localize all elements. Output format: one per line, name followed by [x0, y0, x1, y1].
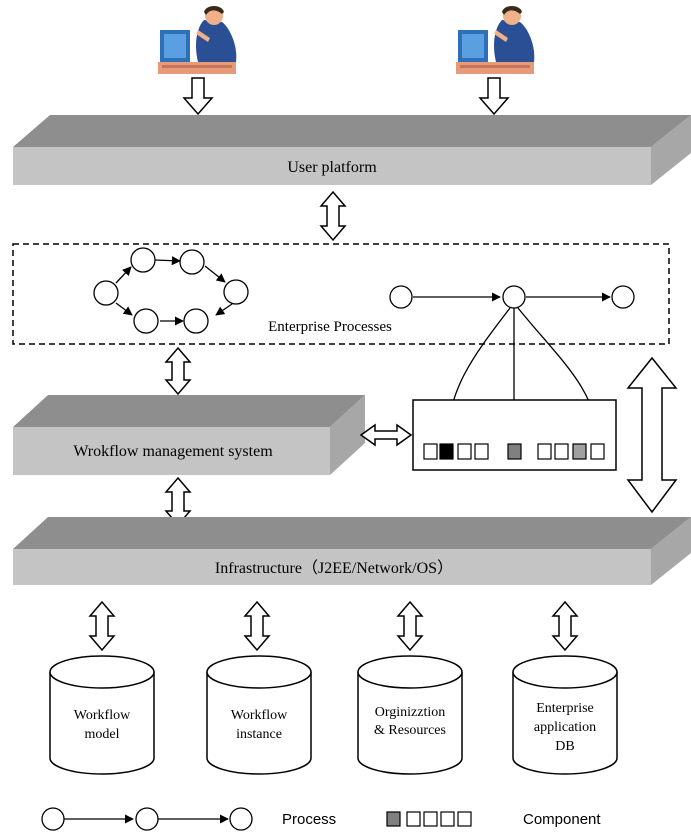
database-organization-resources: Orginizztion & Resources — [357, 655, 463, 775]
db-arrow — [243, 600, 271, 652]
db-label-line2: instance — [236, 727, 282, 742]
process-node — [130, 247, 156, 273]
db-label-line1: Orginizztion — [375, 705, 446, 720]
component-square — [423, 443, 438, 460]
process-node — [223, 279, 249, 305]
process-workflow-arrow — [164, 346, 192, 396]
db-arrows — [88, 600, 579, 652]
legend-component-label: Component — [523, 811, 601, 828]
legend-process-label: Process — [282, 811, 336, 828]
process-node — [93, 280, 119, 306]
db-arrow — [88, 600, 116, 652]
user-right-icon — [456, 6, 535, 74]
enterprise-processes-label: Enterprise Processes — [268, 319, 392, 335]
process-cycle — [93, 247, 249, 334]
process-node — [133, 308, 159, 334]
db-label-line2: model — [85, 727, 120, 742]
process-node — [389, 285, 413, 309]
database-workflow-instance: Workflow instance — [206, 655, 312, 775]
database-enterprise-application: Enterprise application DB — [512, 655, 618, 775]
component-square-dark — [439, 443, 454, 460]
user-right-arrow — [478, 77, 510, 116]
component-squares — [423, 443, 605, 460]
legend: Process Component — [41, 807, 601, 831]
right-vertical-double-arrow — [626, 356, 678, 514]
db-label-line2: application — [534, 720, 596, 735]
infrastructure-slab: Infrastructure（J2EE/Network/OS） — [13, 517, 691, 585]
process-node — [183, 308, 209, 334]
linear-process — [389, 285, 635, 309]
infrastructure-label: Infrastructure（J2EE/Network/OS） — [215, 559, 453, 577]
user-platform-label: User platform — [287, 159, 377, 176]
db-arrow — [396, 600, 424, 652]
db-label-line1: Workflow — [231, 708, 288, 723]
db-label-line2: & Resources — [374, 723, 446, 738]
workflow-component-arrow — [359, 423, 413, 447]
database-workflow-model: Workflow model — [49, 655, 155, 775]
component-square — [537, 443, 552, 460]
process-node — [179, 249, 205, 275]
db-arrow — [551, 600, 579, 652]
workflow-system-label: Wrokflow management system — [73, 443, 273, 460]
platform-process-arrow — [319, 190, 347, 242]
legend-component-symbol — [386, 811, 472, 827]
workflow-system-slab: Wrokflow management system — [13, 395, 365, 475]
enterprise-processes-box — [12, 243, 670, 345]
process-node — [611, 285, 635, 309]
component-square — [457, 443, 472, 460]
user-left-icon — [158, 6, 237, 74]
user-platform-slab: User platform — [13, 115, 691, 185]
component-square-gray — [572, 443, 587, 460]
user-left-arrow — [182, 77, 214, 116]
component-square — [590, 443, 605, 460]
db-label-line1: Enterprise — [536, 701, 594, 716]
component-square — [474, 443, 489, 460]
db-label-line3: DB — [555, 739, 574, 754]
component-square — [554, 443, 569, 460]
process-node — [502, 285, 526, 309]
db-label-line1: Workflow — [74, 708, 131, 723]
legend-process-symbol — [41, 807, 253, 831]
component-square-gray — [507, 443, 522, 460]
